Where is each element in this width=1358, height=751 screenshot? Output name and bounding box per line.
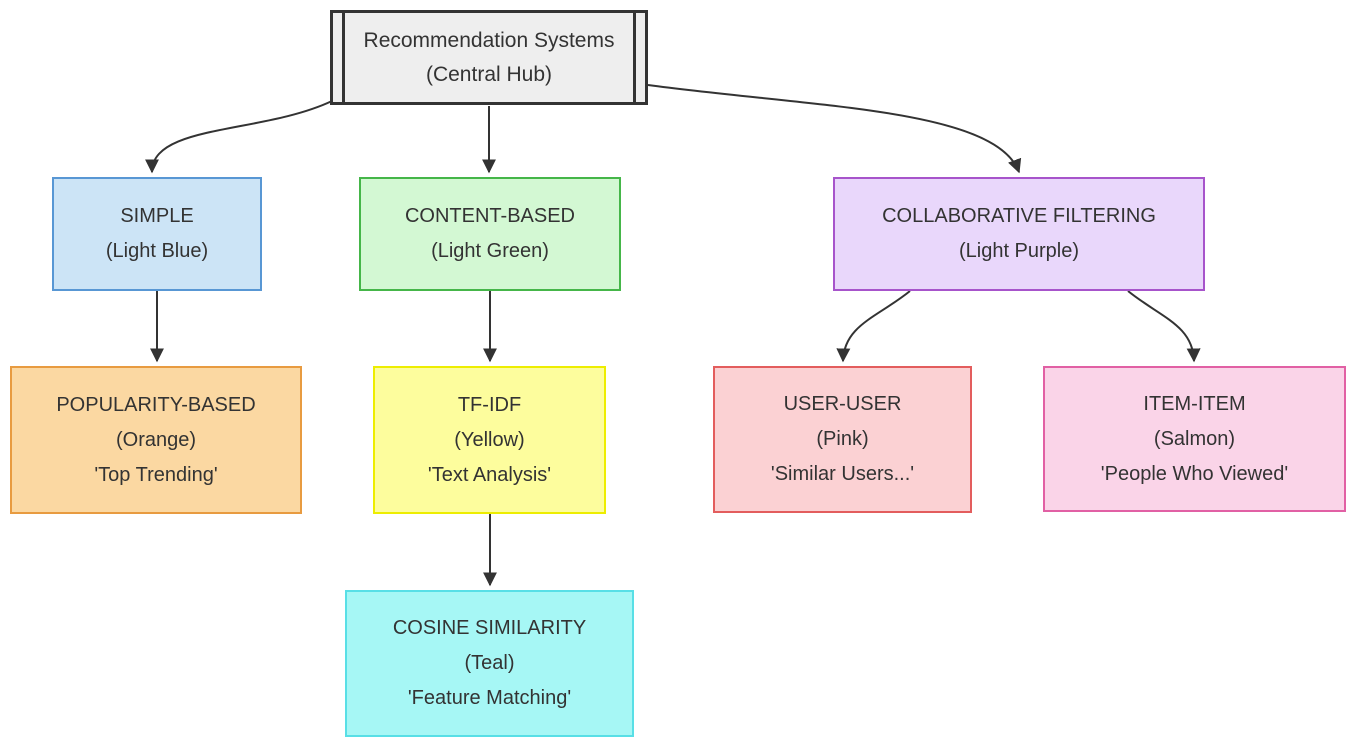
node-label-line: CONTENT-BASED — [404, 205, 576, 227]
subroutine-bar-right — [633, 13, 636, 102]
node-label-line: (Light Purple) — [958, 240, 1080, 262]
node-label-line: (Light Blue) — [105, 240, 209, 262]
node-label-line: 'People Who Viewed' — [1100, 462, 1289, 485]
node-label-line: (Orange) — [115, 428, 197, 451]
node-label-line: TF-IDF — [457, 393, 522, 416]
node-cosine-similarity: COSINE SIMILARITY (Teal) 'Feature Matchi… — [345, 590, 634, 737]
subroutine-bar-left — [342, 13, 345, 102]
node-item-item: ITEM-ITEM (Salmon) 'People Who Viewed' — [1043, 366, 1346, 512]
node-label-line: (Central Hub) — [425, 62, 553, 86]
node-label-line: 'Similar Users...' — [770, 463, 915, 485]
node-collaborative-filtering: COLLABORATIVE FILTERING (Light Purple) — [833, 177, 1205, 291]
node-label-line: (Light Green) — [431, 240, 549, 262]
node-label-line: ITEM-ITEM — [1143, 392, 1246, 415]
node-content-based: CONTENT-BASED (Light Green) — [359, 177, 621, 291]
node-label-line: COLLABORATIVE FILTERING — [882, 205, 1156, 227]
node-label-line: USER-USER — [783, 393, 902, 415]
edge-hub-to-simple — [145, 100, 333, 174]
node-popularity-based: POPULARITY-BASED (Orange) 'Top Trending' — [10, 366, 302, 514]
edge-collab-to-useruser — [836, 290, 911, 363]
node-label-line: (Salmon) — [1153, 427, 1236, 450]
node-recommendation-systems-hub: Recommendation Systems (Central Hub) — [330, 10, 648, 105]
node-label-line: POPULARITY-BASED — [56, 393, 256, 416]
node-tf-idf: TF-IDF (Yellow) 'Text Analysis' — [373, 366, 606, 514]
node-label-line: Recommendation Systems — [363, 28, 615, 52]
node-label-line: SIMPLE — [120, 205, 194, 227]
node-simple: SIMPLE (Light Blue) — [52, 177, 262, 291]
node-label-line: 'Top Trending' — [94, 463, 218, 486]
node-label-line: COSINE SIMILARITY — [392, 617, 587, 639]
node-label-line: 'Text Analysis' — [427, 463, 552, 486]
node-label-line: (Teal) — [464, 652, 515, 674]
edge-collab-to-itemitem — [1127, 290, 1201, 363]
node-label-line: (Yellow) — [454, 428, 525, 451]
node-label-line: 'Feature Matching' — [407, 687, 572, 709]
node-user-user: USER-USER (Pink) 'Similar Users...' — [713, 366, 972, 513]
node-label-line: (Pink) — [816, 428, 869, 450]
edge-hub-to-collab — [647, 84, 1022, 174]
